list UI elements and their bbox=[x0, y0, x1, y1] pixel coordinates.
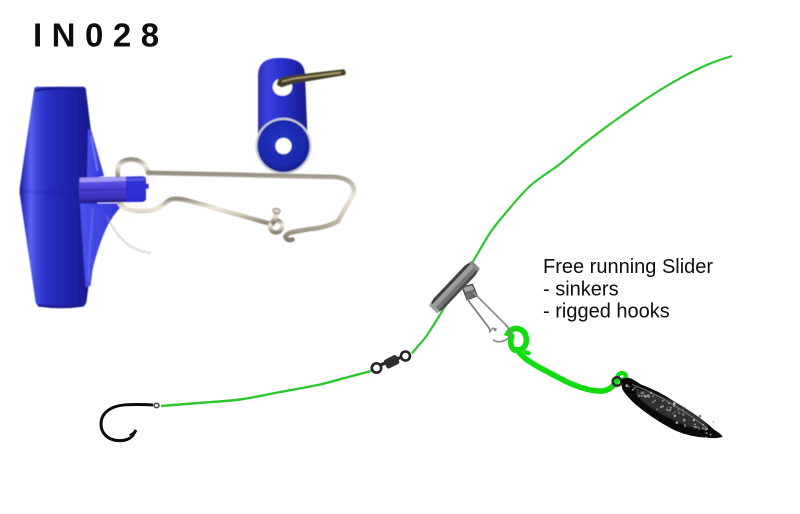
svg-text:IN028: IN028 bbox=[33, 17, 169, 54]
svg-text:Free running Slider: Free running Slider bbox=[543, 256, 713, 278]
svg-text:- sinkers: - sinkers bbox=[543, 279, 619, 301]
svg-text:- rigged hooks: - rigged hooks bbox=[543, 301, 670, 323]
